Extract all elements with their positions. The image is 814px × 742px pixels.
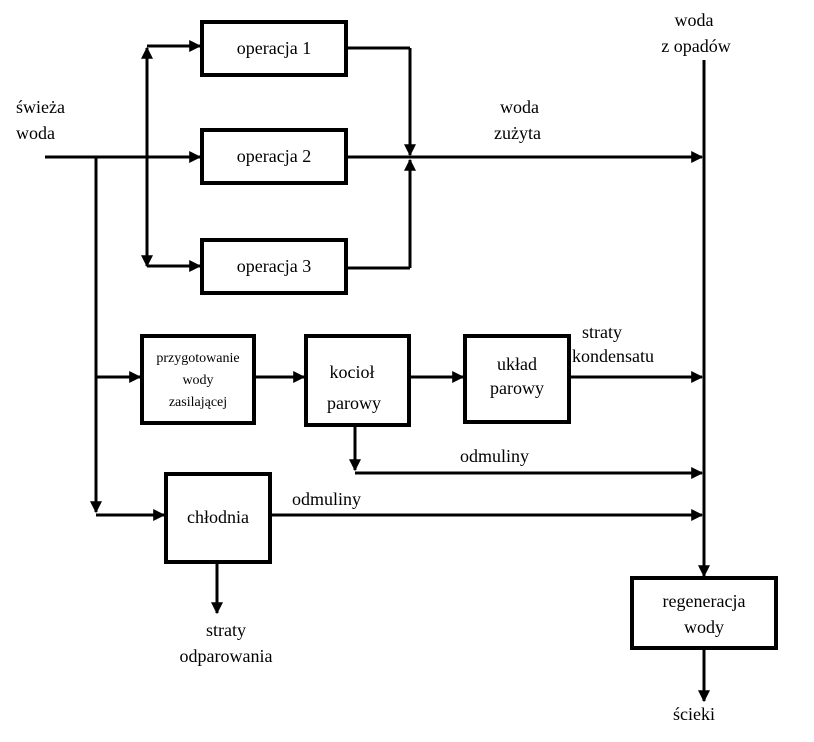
feedwater-prep-label-1: przygotowanie: [156, 351, 239, 366]
boiler-sludge-label: odmuliny: [460, 446, 529, 466]
steam-system-box: układ parowy: [463, 334, 571, 424]
used-water-label-2: zużyta: [494, 123, 541, 143]
boiler-label-2: parowy: [327, 393, 381, 413]
used-water-label-1: woda: [500, 97, 539, 117]
water-regeneration-label-2: wody: [684, 617, 724, 637]
boiler-box: kocioł parowy: [304, 334, 411, 427]
evaporation-losses-label-1: straty: [206, 620, 246, 640]
feedwater-prep-label-3: zasilającej: [169, 395, 227, 410]
operation-1-label: operacja 1: [237, 38, 311, 58]
evaporation-losses-label-2: odparowania: [180, 646, 273, 666]
steam-system-label-2: parowy: [490, 378, 544, 398]
fresh-water-label-2: woda: [16, 123, 55, 143]
feedwater-prep-label-2: wody: [182, 373, 213, 388]
connectors: [45, 40, 710, 703]
condensate-losses-label-1: straty: [582, 322, 622, 342]
fresh-water-label-1: świeża: [16, 97, 65, 117]
operation-1-box: operacja 1: [200, 20, 348, 77]
boiler-label-1: kocioł: [330, 362, 375, 382]
rain-water-label-2: z opadów: [661, 36, 730, 56]
condensate-losses-label-2: kondensatu: [572, 346, 654, 366]
cooling-tower-label: chłodnia: [187, 507, 249, 527]
wastewater-label: ścieki: [673, 704, 715, 724]
operation-3-box: operacja 3: [200, 238, 348, 295]
cooling-tower-box: chłodnia: [164, 472, 272, 564]
operation-2-label: operacja 2: [237, 146, 311, 166]
cooler-sludge-label: odmuliny: [292, 489, 361, 509]
operation-2-box: operacja 2: [200, 128, 348, 185]
water-regeneration-box: regeneracja wody: [630, 576, 778, 650]
operation-3-label: operacja 3: [237, 256, 311, 276]
rain-water-label-1: woda: [675, 10, 714, 30]
steam-system-label-1: układ: [497, 354, 537, 374]
feedwater-prep-box: przygotowanie wody zasilającej: [140, 334, 256, 425]
water-regeneration-label-1: regeneracja: [663, 591, 746, 611]
